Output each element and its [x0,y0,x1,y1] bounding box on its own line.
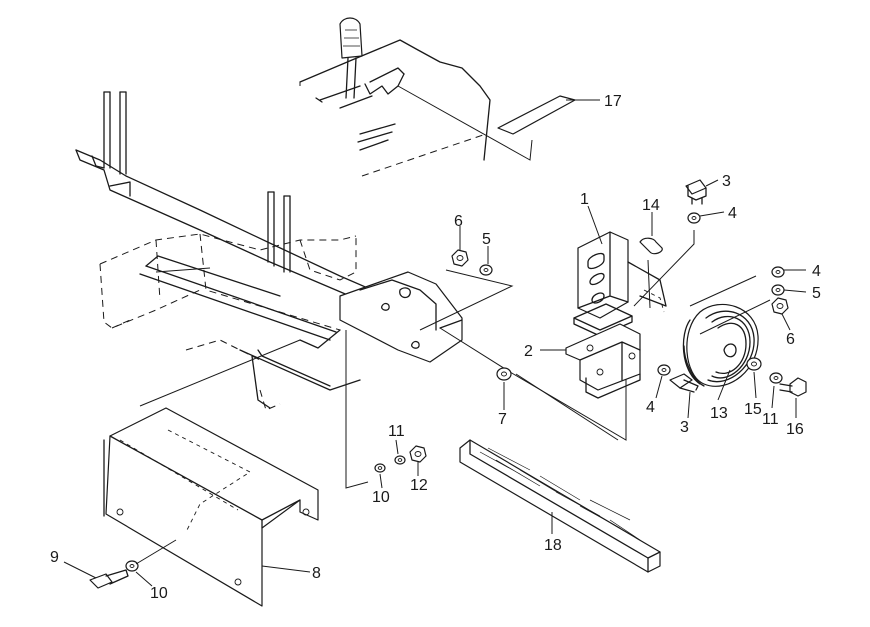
callout-16: 16 [786,421,804,438]
callout-11-right: 11 [762,411,779,428]
callout-18: 18 [544,537,562,554]
callout-leaders [540,99,653,351]
callout-10-left: 10 [150,585,168,602]
callout-17: 17 [604,93,622,110]
callout-9: 9 [50,549,59,566]
callout-6-right: 6 [786,331,795,348]
belt-cover [103,407,319,607]
callout-11-middle: 11 [388,423,405,440]
drive-belt [459,439,661,573]
callout-6-top: 6 [454,213,463,230]
callout-15: 15 [744,401,762,418]
v-belt-pulley [682,275,771,401]
callout-8: 8 [312,565,321,582]
callout-2: 2 [524,343,533,360]
callout-5-top: 5 [482,231,491,248]
callout-5-right: 5 [812,285,821,302]
callout-1: 1 [580,191,589,208]
callout-labels: 1 2 3 3 4 4 4 5 5 6 6 7 8 9 10 10 11 11 … [50,93,821,602]
callout-12: 12 [410,477,428,494]
callout-4-right: 4 [812,263,821,280]
callout-4-top: 4 [728,205,737,222]
callout-14: 14 [642,197,660,214]
callout-3-lower: 3 [680,419,689,436]
motor-mount-bracket [515,230,695,441]
main-frame [75,91,627,489]
callout-4-lower: 4 [646,399,655,416]
callout-13: 13 [710,405,728,422]
callout-7: 7 [498,411,507,428]
callout-3-top: 3 [722,173,731,190]
fasteners [63,179,807,589]
lever-table-assembly [299,17,576,177]
callout-10-middle: 10 [372,489,390,506]
